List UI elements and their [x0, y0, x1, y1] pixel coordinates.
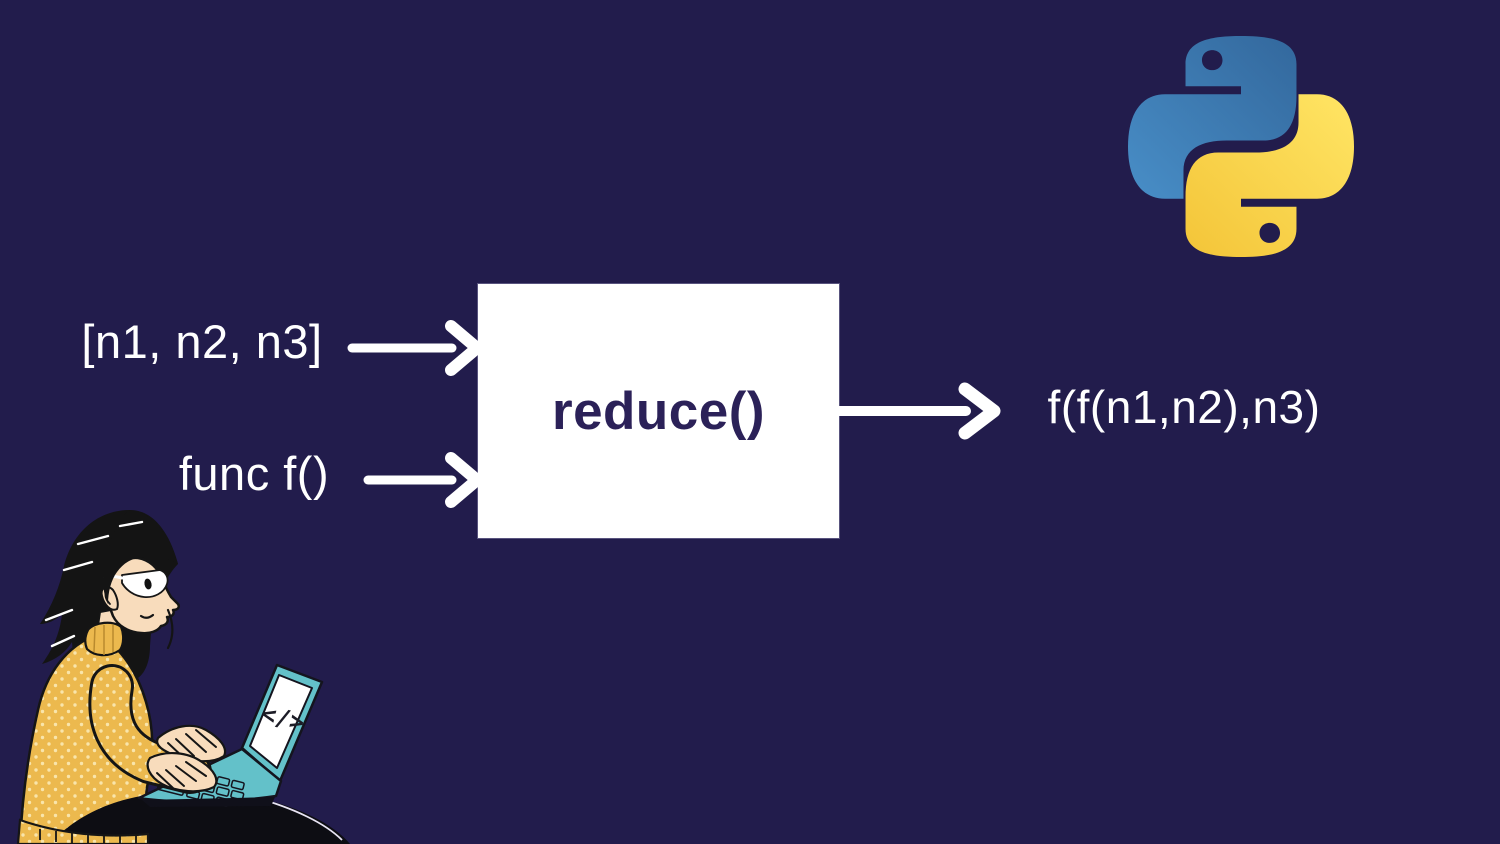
python-snake-blue — [1128, 36, 1297, 199]
sweater-arm — [88, 664, 212, 794]
reduce-box-label: reduce() — [551, 381, 766, 441]
python-logo — [1128, 36, 1354, 257]
arrow-input-func — [363, 452, 483, 508]
hands — [146, 724, 227, 793]
glasses-icon — [103, 569, 169, 598]
hair-bangs — [103, 510, 178, 604]
laptop-screen-display — [249, 674, 313, 769]
hair-highlights — [44, 520, 144, 648]
output-label: f(f(n1,n2),n3) — [1047, 381, 1321, 433]
mouth — [139, 613, 155, 619]
arrow-output — [834, 382, 1001, 440]
laptop-base-edge — [142, 797, 275, 807]
sweater-collar — [84, 621, 125, 657]
hair-strand — [166, 608, 174, 650]
python-snake-yellow — [1185, 94, 1354, 257]
woman-coding-illustration: </> — [16, 510, 350, 844]
input-list-label: [n1, n2, n3] — [81, 315, 323, 368]
sweater-hem — [16, 818, 150, 844]
arrow-input-list — [347, 320, 483, 376]
input-func-label: func f() — [178, 447, 330, 500]
reduce-function-box: reduce() — [478, 284, 839, 538]
